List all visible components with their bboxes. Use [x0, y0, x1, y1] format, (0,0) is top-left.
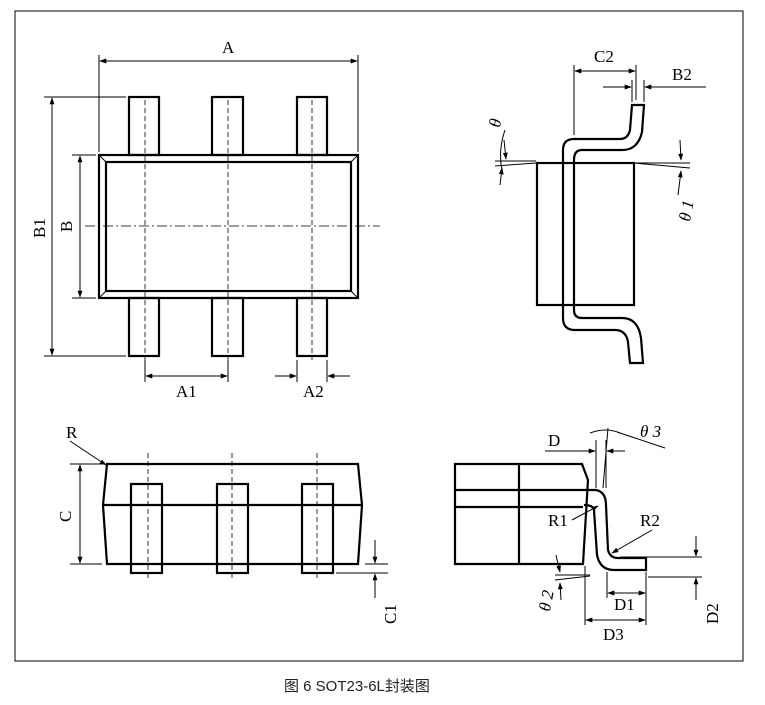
- figure-caption: 图 6 SOT23-6L封装图: [284, 678, 430, 695]
- dim-label-A: A: [222, 38, 235, 57]
- dim-label-D2: D2: [703, 603, 722, 624]
- angle-label-theta: θ: [485, 117, 505, 129]
- side-view: C2 B2 θ θ 1: [485, 47, 706, 365]
- detail-lead: [583, 488, 648, 572]
- front-view: R C C1: [56, 423, 400, 624]
- dim-label-B2: B2: [672, 65, 692, 84]
- side-body: [535, 161, 636, 307]
- detail-view: D θ 3 R1 R2 D2 D1 D3 θ 2: [453, 422, 722, 644]
- dim-label-D1: D1: [614, 595, 635, 614]
- dim-label-C: C: [56, 511, 75, 522]
- lead-bottom-1: [127, 296, 161, 358]
- package-body-inner: [104, 160, 353, 293]
- dim-label-A1: A1: [176, 382, 197, 401]
- lead-top-2: [210, 95, 245, 157]
- dim-label-R: R: [66, 423, 78, 442]
- side-lead-lower: [561, 305, 645, 365]
- front-lead-2: [215, 482, 250, 575]
- detail-body: [453, 462, 590, 566]
- angle-label-theta3: θ 3: [640, 422, 661, 441]
- dim-label-D: D: [548, 431, 560, 450]
- side-lead-upper: [561, 103, 646, 163]
- angle-label-theta2: θ 2: [535, 588, 557, 613]
- dim-label-R2: R2: [640, 511, 660, 530]
- dim-label-D3: D3: [603, 625, 624, 644]
- dim-label-R1: R1: [548, 511, 568, 530]
- package-body-outer: [97, 153, 360, 300]
- dim-label-C2: C2: [594, 47, 614, 66]
- lead-top-1: [127, 95, 161, 157]
- front-body: [101, 462, 364, 566]
- front-lead-3: [300, 482, 335, 575]
- dim-label-B1: B1: [30, 218, 49, 238]
- dim-label-A2: A2: [303, 382, 324, 401]
- lead-bottom-2: [210, 296, 245, 358]
- dim-label-B: B: [57, 221, 76, 232]
- top-view: A B1 B A1 A2: [30, 38, 380, 401]
- angle-label-theta1: θ 1: [675, 199, 697, 223]
- drawing-border: [14, 10, 744, 662]
- front-lead-1: [129, 482, 164, 575]
- dim-label-C1: C1: [381, 604, 400, 624]
